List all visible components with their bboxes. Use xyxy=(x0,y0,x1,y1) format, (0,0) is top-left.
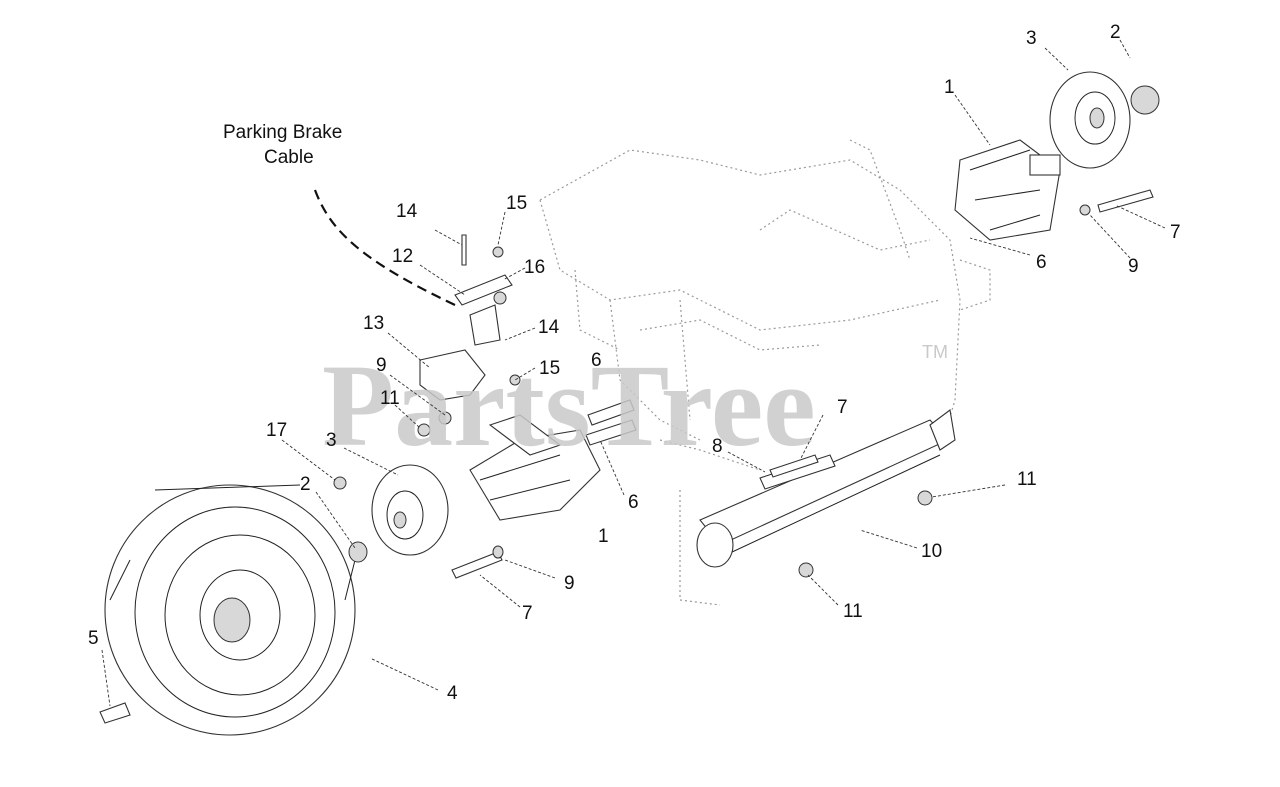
callout-8: 8 xyxy=(712,436,723,457)
callout-6-lower: 6 xyxy=(628,492,639,513)
right-hub-nut xyxy=(1130,85,1160,115)
callout-14-top: 14 xyxy=(396,201,418,222)
lock-nuts xyxy=(798,490,933,578)
callout-14-lower: 14 xyxy=(538,317,560,338)
cable-label: Parking Brake Cable xyxy=(223,122,342,168)
callout-15-lower: 15 xyxy=(539,358,560,379)
callout-4: 4 xyxy=(447,683,458,704)
callout-5: 5 xyxy=(88,628,99,649)
callout-6-center: 6 xyxy=(591,350,602,371)
left-axle-bolt xyxy=(451,545,504,579)
callout-2-right: 2 xyxy=(1110,22,1121,43)
left-wheel-hub xyxy=(371,464,449,556)
mounting-studs xyxy=(585,399,637,446)
right-axle-bolt xyxy=(1079,189,1154,216)
right-wheel-hub xyxy=(1049,71,1131,169)
callout-7-lower: 7 xyxy=(522,603,533,624)
callout-3-left: 3 xyxy=(326,430,337,451)
right-wheel-motor xyxy=(954,139,1061,241)
chassis-frame xyxy=(539,139,991,606)
callout-15-top: 15 xyxy=(506,193,527,214)
svg-text:PartsTree: PartsTree xyxy=(322,340,816,471)
left-tire xyxy=(104,484,356,736)
watermark: PartsTree TM xyxy=(322,340,948,471)
pivot-bar xyxy=(696,409,956,568)
callout-9-left: 9 xyxy=(376,355,387,376)
callout-11-lower: 11 xyxy=(843,601,863,622)
left-hub-nut xyxy=(348,541,368,563)
cable-label-line1: Parking Brake xyxy=(223,122,342,143)
hub-cap xyxy=(333,476,347,490)
callout-7-center: 7 xyxy=(837,397,848,418)
callout-9-lower: 9 xyxy=(564,573,575,594)
brake-arm xyxy=(454,234,513,346)
callout-9-right: 9 xyxy=(1128,256,1139,277)
callout-12: 12 xyxy=(392,246,413,267)
callout-7-right: 7 xyxy=(1170,222,1181,243)
callout-1-right: 1 xyxy=(944,77,955,98)
callout-2-left: 2 xyxy=(300,474,311,495)
leader-lines xyxy=(101,39,1166,707)
callout-17: 17 xyxy=(266,420,287,441)
brake-bracket xyxy=(417,349,521,437)
callout-13: 13 xyxy=(363,313,384,334)
callout-6-right: 6 xyxy=(1036,252,1047,273)
callout-11-left: 11 xyxy=(380,388,400,409)
callouts: 3 2 1 7 6 9 15 14 12 16 14 13 6 15 9 11 … xyxy=(88,22,1181,704)
callout-16: 16 xyxy=(524,257,545,278)
lug-bolt xyxy=(99,702,131,724)
parking-brake-cable xyxy=(313,189,456,306)
svg-text:TM: TM xyxy=(922,342,948,362)
cable-label-line2: Cable xyxy=(264,147,314,168)
callout-1-left: 1 xyxy=(598,526,609,547)
callout-11-right: 11 xyxy=(1017,469,1037,490)
callout-10: 10 xyxy=(921,541,942,562)
left-wheel-motor xyxy=(469,414,601,521)
callout-3-right: 3 xyxy=(1026,28,1037,49)
